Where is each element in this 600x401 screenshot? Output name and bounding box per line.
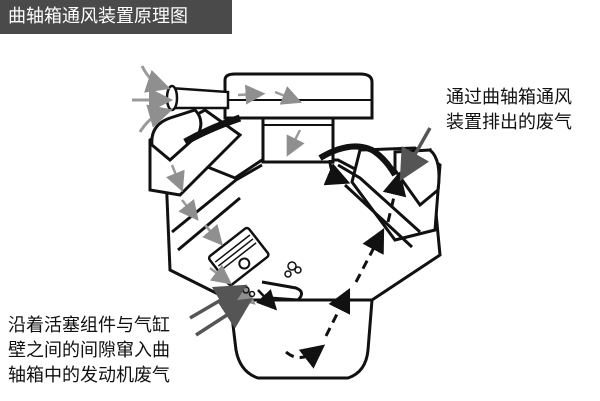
callout-blowby-line-1: 沿着活塞组件与气缸 [8, 313, 170, 338]
air-intake-snorkel [170, 88, 228, 108]
callout-exhaust-line-1: 通过曲轴箱通风 [446, 85, 572, 110]
callout-blowby: 沿着活塞组件与气缸 壁之间的间隙窜入曲 轴箱中的发动机废气 [8, 313, 170, 388]
callout-exhaust-line-2: 装置排出的废气 [446, 110, 572, 135]
callout-exhaust-out: 通过曲轴箱通风 装置排出的废气 [446, 85, 572, 135]
callout-blowby-line-3: 轴箱中的发动机废气 [8, 363, 170, 388]
fresh-air-arrow-4 [238, 94, 258, 95]
page-title: 曲轴箱通风装置原理图 [0, 0, 232, 34]
oil-pan [230, 300, 372, 378]
callout-blowby-line-2: 壁之间的间隙窜入曲 [8, 338, 170, 363]
fresh-air-arrow-1 [142, 66, 162, 86]
air-cleaner [225, 74, 372, 118]
